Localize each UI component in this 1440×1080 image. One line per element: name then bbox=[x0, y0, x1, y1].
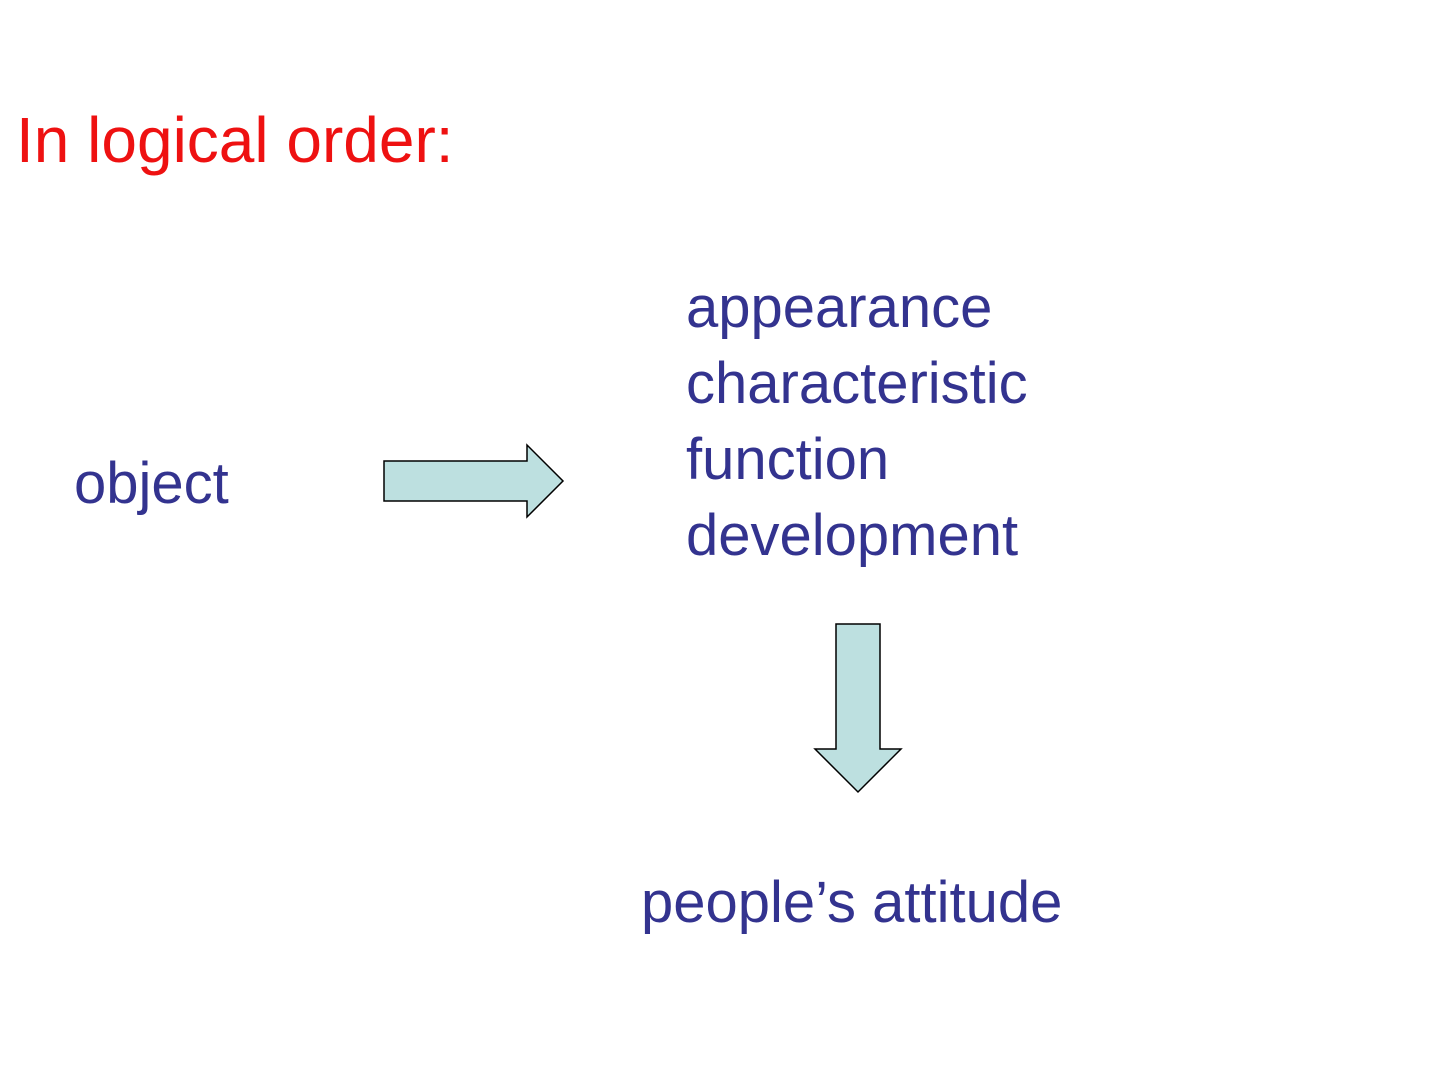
aspect-item: appearance bbox=[686, 275, 993, 340]
arrow-right-shape bbox=[383, 443, 565, 519]
slide-title: In logical order: bbox=[16, 104, 454, 176]
aspect-item: function bbox=[686, 427, 890, 492]
arrow-down-icon bbox=[813, 623, 903, 794]
object-label: object bbox=[74, 451, 229, 516]
aspect-item: characteristic bbox=[686, 351, 1028, 416]
arrow-right-icon bbox=[383, 443, 565, 519]
aspect-list: appearance characteristic function devel… bbox=[686, 270, 1028, 574]
result-label: people’s attitude bbox=[641, 870, 1063, 935]
arrow-down-shape bbox=[813, 623, 903, 794]
aspect-item: development bbox=[686, 503, 1019, 568]
